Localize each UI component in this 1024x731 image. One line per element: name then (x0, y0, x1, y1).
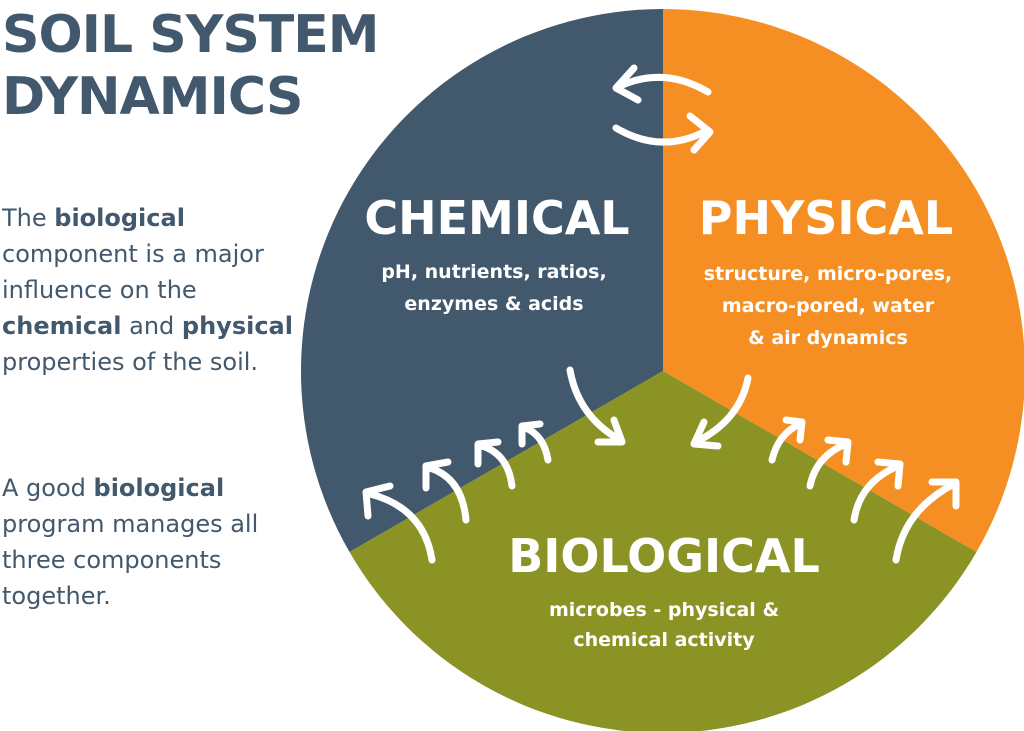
chemical-desc-line-1: pH, nutrients, ratios, (381, 261, 606, 283)
radiating-arrow-6-head-icon (874, 458, 904, 490)
radiating-arrow-4-icon (768, 420, 804, 464)
radiating-arrow-5-head-icon (824, 436, 852, 466)
chemical-label-group: CHEMICAL pH, nutrients, ratios, enzymes … (364, 191, 629, 315)
chemical-desc-line-2: enzymes & acids (404, 293, 583, 315)
intro-paragraph-2: A good biological program manages all th… (2, 470, 302, 614)
intro-para1-run-0: The (2, 204, 55, 232)
chemical-title: CHEMICAL (364, 191, 629, 245)
cycle-arrow-top-head-icon (612, 64, 642, 104)
intro-para2-run-2: program manages all three components tog… (2, 510, 259, 610)
physical-title: PHYSICAL (699, 191, 953, 245)
intro-para1-run-1: biological (54, 204, 185, 232)
intro-para1-run-5: physical (181, 312, 293, 340)
radiating-arrow-2-icon (478, 442, 516, 490)
cycle-arrow-bottom-head-icon (686, 112, 714, 154)
intro-para1-run-4: and (121, 312, 182, 340)
radiating-arrow-0-icon (366, 490, 436, 564)
segment-chemical (301, 9, 663, 552)
physical-desc-line-1: structure, micro-pores, (704, 263, 953, 285)
intro-paragraph-1: The biological component is a major infl… (2, 200, 302, 380)
cycle-arrow-bottom-icon (612, 124, 708, 146)
radiating-arrow-7-icon (892, 480, 958, 564)
radiating-arrows (362, 416, 960, 564)
biological-desc-line-1: microbes - physical & (549, 599, 779, 621)
segment-physical (663, 9, 1024, 552)
physical-desc-line-3: & air dynamics (748, 327, 908, 349)
intro-para2-run-0: A good (2, 474, 94, 502)
physical-desc-line-2: macro-pored, water (722, 295, 935, 317)
intro-para2-run-1: biological (93, 474, 225, 502)
arrow-physical-to-biological-icon (692, 374, 752, 446)
radiating-arrow-5-icon (806, 440, 850, 490)
physical-label-group: PHYSICAL structure, micro-pores, macro-p… (699, 191, 953, 349)
influence-arrows (566, 366, 752, 450)
biological-desc-line-2: chemical activity (573, 629, 755, 651)
radiating-arrow-3-head-icon (518, 420, 544, 448)
radiating-arrow-1-icon (426, 464, 470, 524)
arrow-physical-to-biological-head-icon (690, 418, 722, 450)
radiating-arrow-1-head-icon (422, 458, 452, 492)
segment-biological (349, 371, 977, 731)
radiating-arrow-4-head-icon (782, 416, 806, 444)
intro-para1-run-3: chemical (2, 312, 122, 340)
circle-segments (301, 9, 1024, 731)
intro-para1-run-2: component is a major influence on the (2, 240, 264, 304)
cycle-arrow-top-icon (616, 73, 712, 96)
radiating-arrow-6-icon (850, 462, 902, 524)
biological-title: BIOLOGICAL (508, 529, 820, 583)
radiating-arrow-7-head-icon (928, 478, 960, 510)
arrow-chemical-to-biological-icon (566, 366, 624, 444)
intro-para1-run-6: properties of the soil. (2, 348, 259, 376)
page-title: SOIL SYSTEM DYNAMICS (2, 4, 380, 128)
arrow-chemical-to-biological-head-icon (594, 416, 626, 446)
biological-label-group: BIOLOGICAL microbes - physical & chemica… (508, 529, 820, 651)
radiating-arrow-0-head-icon (362, 482, 394, 520)
cycle-arrows-icon (612, 64, 714, 154)
radiating-arrow-2-head-icon (474, 438, 502, 468)
radiating-arrow-3-icon (522, 424, 552, 464)
title-line-1: SOIL SYSTEM (2, 5, 380, 65)
title-line-2: DYNAMICS (2, 67, 303, 127)
